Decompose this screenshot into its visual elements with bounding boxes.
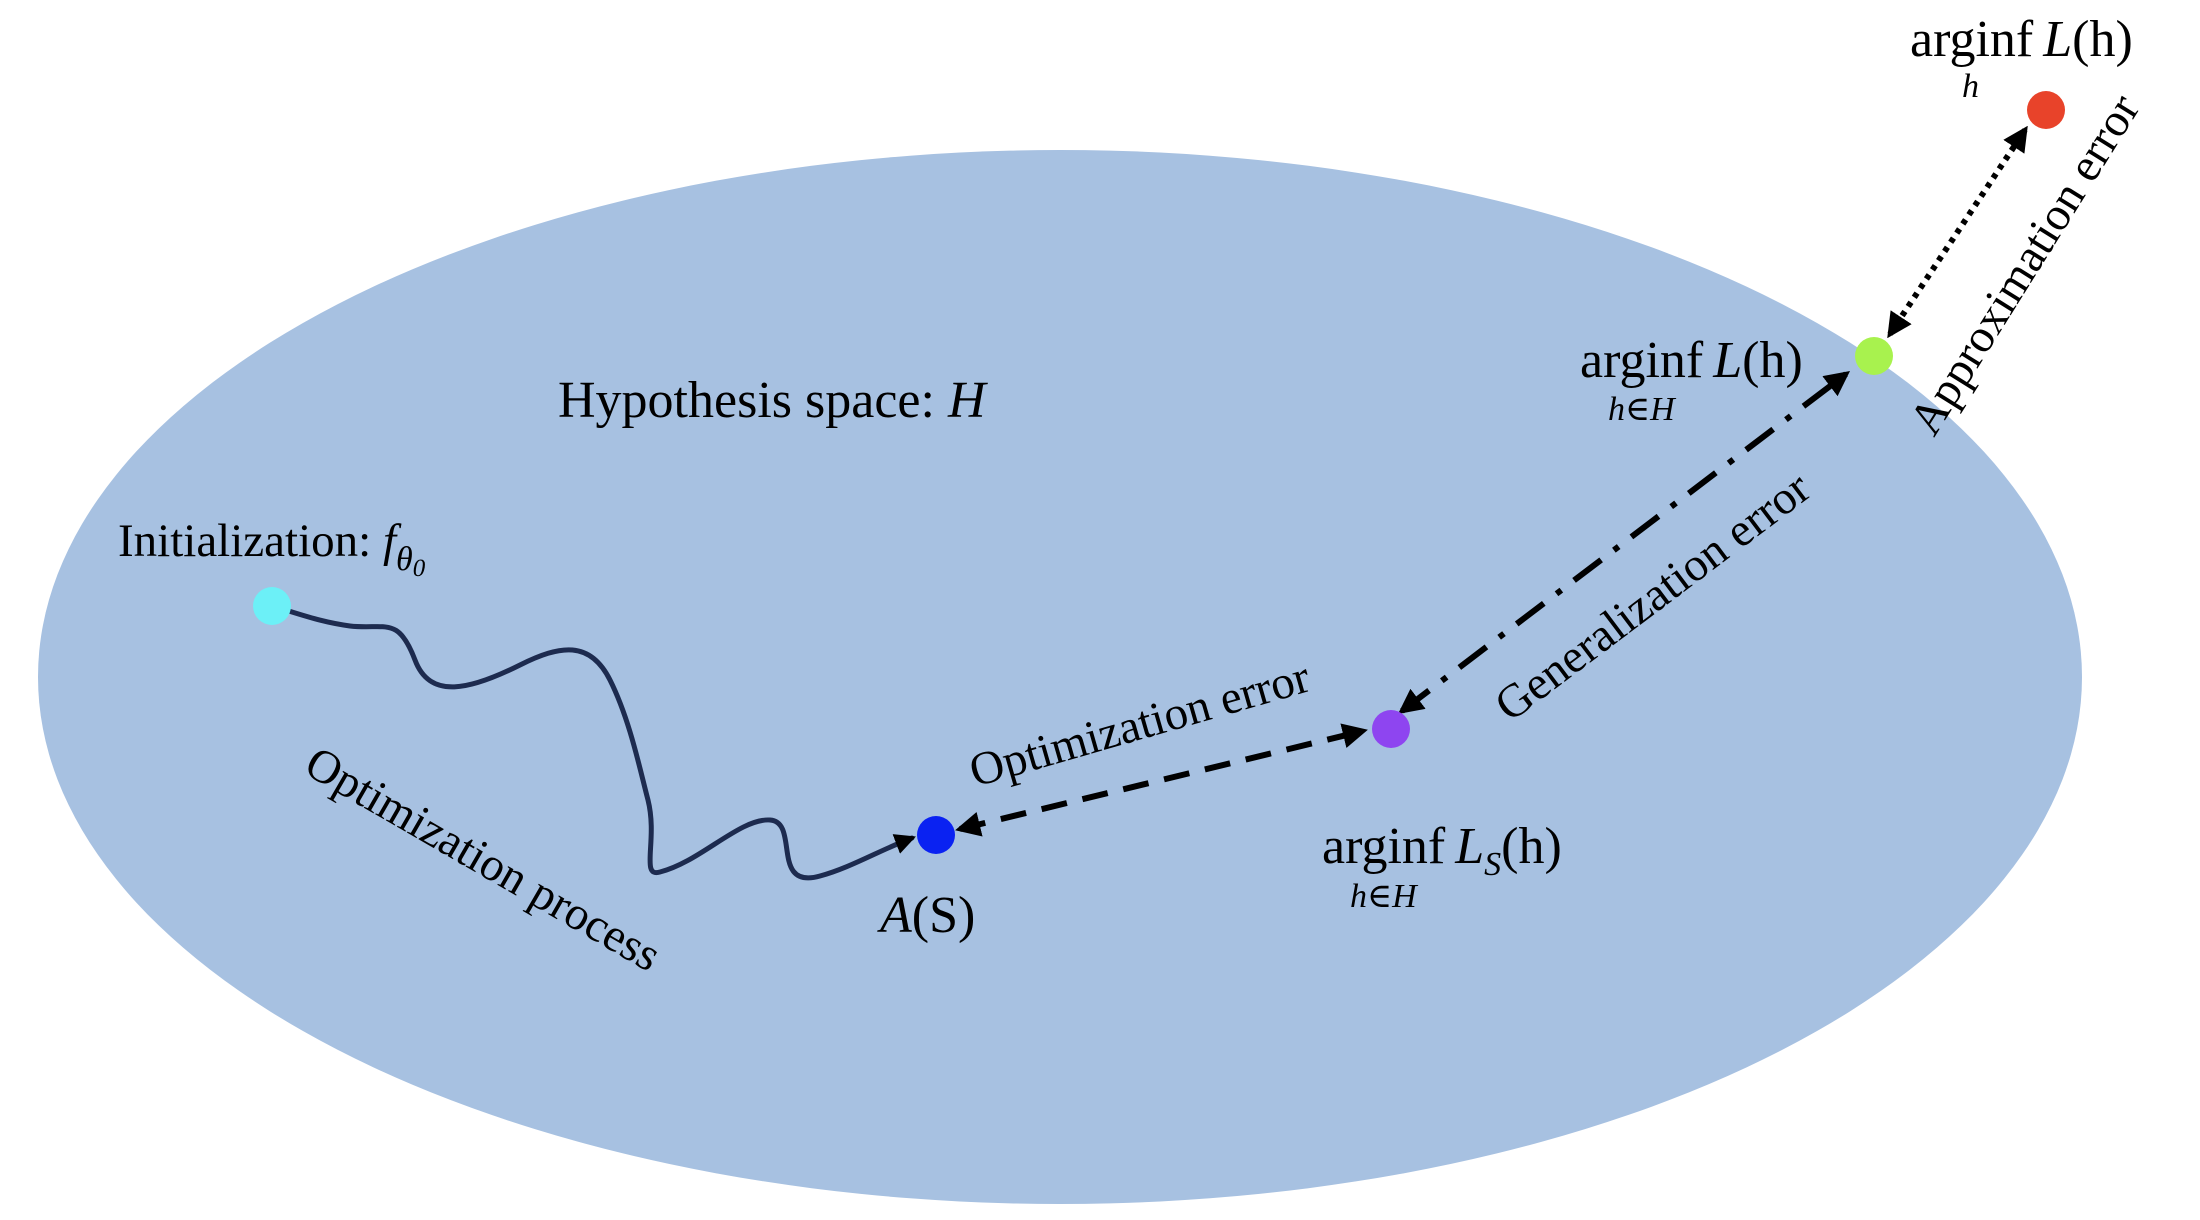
hypothesis-space-ellipse: [38, 150, 2082, 1204]
svg-text:h∈H: h∈H: [1608, 391, 1677, 428]
svg-text:h: h: [1962, 68, 1979, 105]
class-minimizer-point: [1855, 337, 1893, 375]
optimization-error-arrow: [955, 723, 1368, 837]
global-minimizer-point: [2027, 91, 2065, 129]
empirical-minimizer-point: [1372, 710, 1410, 748]
algorithm-output-label: A(S): [877, 887, 975, 944]
generalization-error-arrow: [1397, 370, 1851, 715]
approximation-error-arrow: [1887, 125, 2028, 339]
initialization-label: Initialization: fθ0: [118, 515, 426, 582]
svg-text:h∈H: h∈H: [1350, 878, 1419, 915]
hypothesis-space-label: Hypothesis space: H: [558, 372, 988, 429]
algorithm-output-point: [917, 816, 955, 854]
optimization-process-path: [269, 603, 916, 881]
approximation-error-label: Approximation error: [1899, 85, 2150, 444]
initialization-point: [253, 587, 291, 625]
